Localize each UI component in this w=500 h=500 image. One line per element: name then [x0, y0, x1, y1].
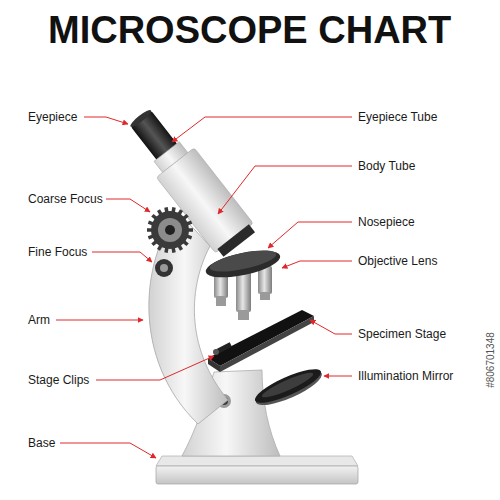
part-label: Stage Clips	[28, 372, 89, 388]
illumination-mirror	[251, 363, 325, 411]
part-label: Fine Focus	[28, 244, 87, 260]
leader-lines	[56, 117, 352, 458]
optical-tube	[120, 101, 258, 259]
coarse-focus-knob	[147, 207, 193, 252]
part-label: Eyepiece	[28, 109, 77, 125]
chart-title: MICROSCOPE CHART	[48, 8, 451, 52]
part-label: Nosepiece	[358, 214, 415, 230]
part-label: Coarse Focus	[28, 191, 103, 207]
part-label: Arm	[28, 312, 50, 328]
fine-focus-knob	[155, 259, 173, 277]
watermark: #806701348	[485, 332, 497, 388]
specimen-stage	[208, 310, 314, 372]
part-label: Eyepiece Tube	[358, 109, 437, 125]
part-label: Illumination Mirror	[358, 368, 453, 384]
base	[156, 456, 358, 484]
part-label: Base	[28, 435, 55, 451]
part-label: Body Tube	[358, 158, 415, 174]
part-label: Specimen Stage	[358, 326, 446, 342]
nosepiece	[204, 245, 283, 282]
part-label: Objective Lens	[358, 253, 437, 269]
